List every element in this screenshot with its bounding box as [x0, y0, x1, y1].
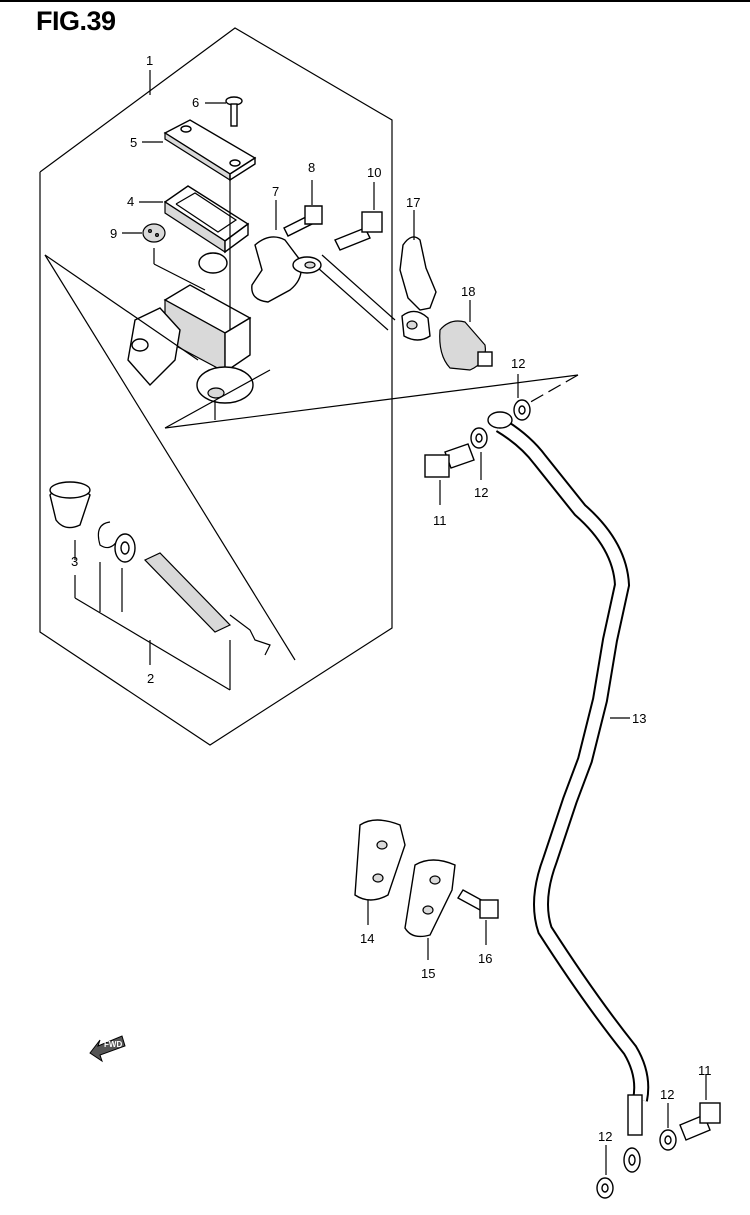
callout-11-upper: 11: [433, 513, 447, 528]
fwd-arrow-icon: FWD: [89, 1035, 126, 1063]
callout-10: 10: [367, 165, 381, 180]
callout-1: 1: [146, 53, 153, 68]
washer-part-12-bottom-a: [596, 1145, 614, 1199]
callout-5: 5: [130, 135, 137, 150]
callout-6: 6: [192, 95, 199, 110]
union-bolt-part-11-upper: [424, 443, 475, 505]
plug-part-9: [122, 223, 206, 291]
callout-12-right: 12: [660, 1087, 674, 1102]
figure-title: FIG.39: [36, 6, 116, 36]
union-bolt-part-11-lower: [679, 1075, 721, 1141]
callout-12-left: 12: [598, 1129, 612, 1144]
brake-hose-part-13: [487, 411, 650, 1173]
top-rule: [0, 0, 750, 2]
callout-16: 16: [478, 951, 492, 966]
callout-15: 15: [421, 966, 435, 981]
callout-9: 9: [110, 226, 117, 241]
lever-part-17: [399, 210, 437, 341]
callout-12-middle: 12: [474, 485, 488, 500]
callout-3: 3: [71, 554, 78, 569]
bracket-part-14: [354, 819, 406, 925]
diaphragm-part-4: [139, 185, 250, 254]
callout-13: 13: [632, 711, 646, 726]
switch-part-18: [439, 300, 493, 371]
callout-2: 2: [147, 671, 154, 686]
callout-14: 14: [360, 931, 374, 946]
holder-part-7: [251, 200, 322, 303]
master-cylinder-body: [127, 175, 254, 420]
callout-labels: 1 2 3 4 5 6 7 8 9 10 11 11 12 12 12 12 1…: [71, 53, 712, 1144]
callout-7: 7: [272, 184, 279, 199]
bolt-part-16: [457, 889, 499, 945]
callout-4: 4: [127, 194, 134, 209]
callout-18: 18: [461, 284, 475, 299]
reservoir-cap-part-5: [142, 119, 257, 182]
callout-12-upper: 12: [511, 356, 525, 371]
callout-11-lower: 11: [698, 1063, 712, 1078]
fwd-label: FWD: [104, 1040, 122, 1049]
piston-set-part-2: [49, 481, 271, 691]
callout-8: 8: [308, 160, 315, 175]
callout-17: 17: [406, 195, 420, 210]
washer-part-12-bottom-b: [659, 1103, 677, 1151]
screw-part-6: [205, 96, 243, 127]
bolt-part-8: [283, 180, 323, 237]
washer-part-12-lower: [470, 427, 488, 480]
master-cylinder-assembly-outline: [39, 27, 393, 746]
bracket-part-15: [404, 859, 456, 960]
washer-part-12-upper: [513, 374, 531, 421]
bolt-part-10: [334, 182, 383, 251]
guide-lines: [44, 254, 579, 661]
